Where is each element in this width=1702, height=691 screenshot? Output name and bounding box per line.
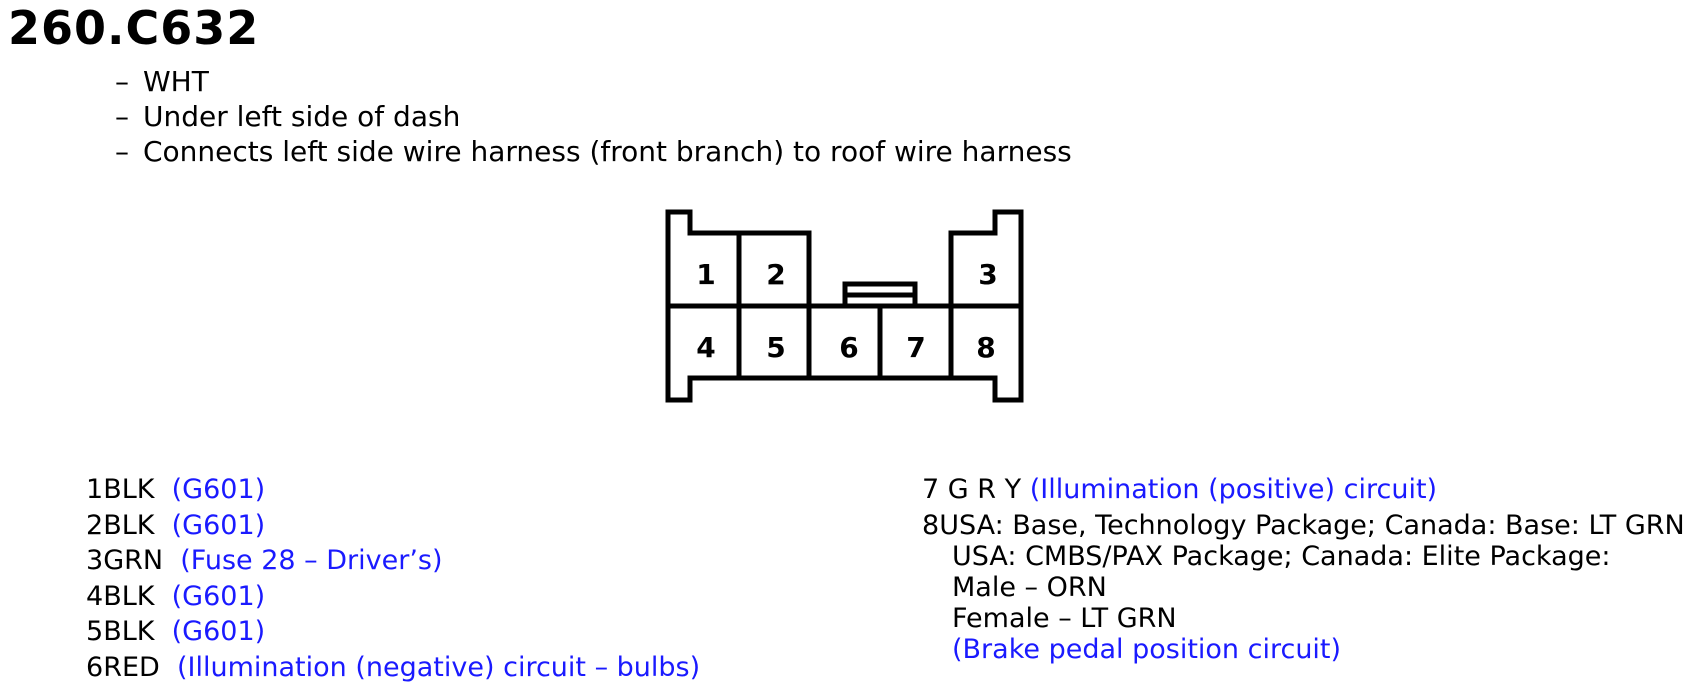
wire-row-8: 8USA: Base, Technology Package; Canada: …	[922, 508, 1685, 544]
wire-row-1: 1BLK (G601)	[86, 472, 700, 508]
bullet-dash: –	[115, 100, 129, 133]
pin-label-8: 8	[976, 331, 995, 364]
pin-label-2: 2	[766, 258, 785, 291]
bullet-dash: –	[115, 135, 129, 168]
detail-text: Under left side of dash	[143, 100, 461, 133]
wire-color: BLK	[103, 616, 155, 647]
wire-color: G R Y	[947, 474, 1022, 505]
detail-connects: –Connects left side wire harness (front …	[115, 134, 1072, 169]
bullet-dash: –	[115, 65, 129, 98]
wire-row-8-circuit: (Brake pedal position circuit)	[922, 634, 1685, 665]
pin-label-4: 4	[696, 331, 715, 364]
circuit-link[interactable]: (Fuse 28 – Driver’s)	[180, 545, 443, 576]
detail-location: –Under left side of dash	[115, 99, 1072, 134]
circuit-link[interactable]: (G601)	[171, 616, 266, 647]
wire-note: Female – LT GRN	[952, 603, 1177, 634]
pin-label-3: 3	[978, 258, 997, 291]
wire-pin-number: 3	[86, 545, 104, 576]
circuit-link[interactable]: (Illumination (positive) circuit)	[1029, 474, 1438, 505]
wire-pin-number: 1	[86, 474, 104, 505]
connector-outline	[665, 209, 1024, 403]
circuit-link[interactable]: (G601)	[171, 509, 266, 541]
circuit-link[interactable]: (Illumination (negative) circuit – bulbs…	[176, 651, 701, 683]
circuit-link[interactable]: (G601)	[171, 580, 266, 612]
wire-color: BLK	[103, 474, 155, 505]
wire-row-6: 6RED (Illumination (negative) circuit – …	[86, 650, 700, 686]
wire-note: USA: CMBS/PAX Package; Canada: Elite Pac…	[952, 541, 1611, 572]
pin-label-5: 5	[766, 331, 785, 364]
circuit-link[interactable]: (G601)	[171, 474, 266, 505]
wire-row-2: 2BLK (G601)	[86, 508, 700, 544]
wire-pin-number: 8	[922, 509, 940, 541]
detail-text: WHT	[143, 65, 209, 98]
wire-row-7: 7 G R Y (Illumination (positive) circuit…	[922, 472, 1685, 508]
wire-row-4: 4BLK (G601)	[86, 579, 700, 615]
wire-list-left: 1BLK (G601) 2BLK (G601) 3GRN (Fuse 28 – …	[86, 472, 700, 685]
pin-label-7: 7	[906, 331, 925, 364]
wire-pin-number: 4	[86, 580, 104, 612]
wire-color: RED	[103, 651, 160, 683]
detail-color: –WHT	[115, 64, 1072, 99]
pin-label-1: 1	[696, 258, 715, 291]
wire-list-right: 7 G R Y (Illumination (positive) circuit…	[922, 472, 1685, 665]
wire-color: GRN	[103, 545, 164, 576]
detail-text: Connects left side wire harness (front b…	[143, 135, 1072, 168]
connector-details: –WHT –Under left side of dash –Connects …	[115, 64, 1072, 169]
connector-title: 260.C632	[8, 1, 260, 55]
wire-row-3: 3GRN (Fuse 28 – Driver’s)	[86, 543, 700, 579]
wire-pin-number: 2	[86, 509, 104, 541]
wire-color: BLK	[103, 509, 155, 541]
wire-color: USA: Base, Technology Package; Canada: B…	[939, 509, 1685, 541]
wire-note: Male – ORN	[952, 572, 1107, 603]
wire-color: BLK	[103, 580, 155, 612]
wire-pin-number: 7	[922, 474, 940, 505]
wire-pin-number: 5	[86, 616, 104, 647]
pin-label-6: 6	[839, 331, 858, 364]
wire-row-5: 5BLK (G601)	[86, 614, 700, 650]
circuit-link[interactable]: (Brake pedal position circuit)	[952, 634, 1342, 665]
wire-pin-number: 6	[86, 651, 104, 683]
